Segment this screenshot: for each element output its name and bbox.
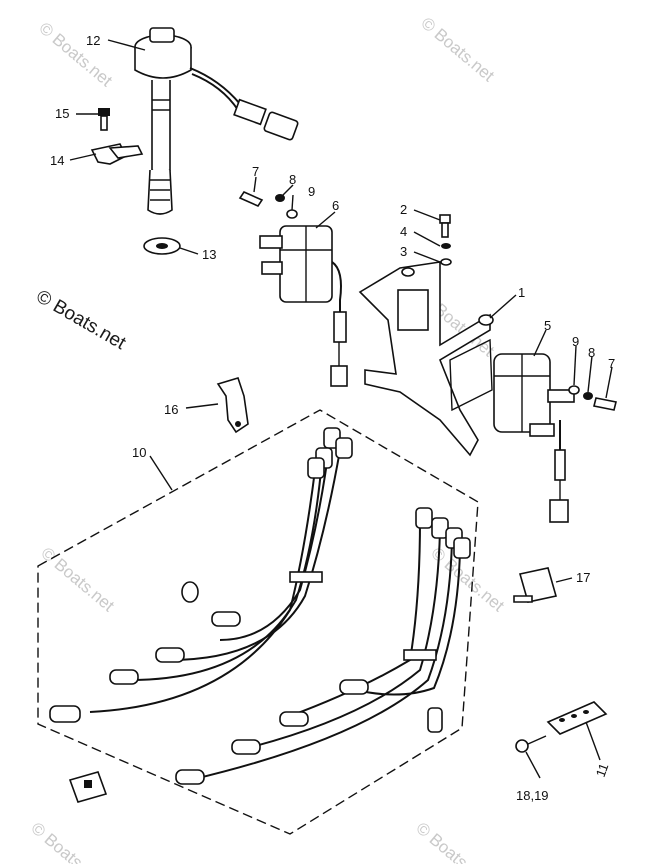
ignition-coil-5-part: [493, 353, 575, 523]
watermark-bottom-right: © Boats.net: [412, 819, 493, 864]
holder-11-part: [546, 701, 608, 735]
watermark-mid-left: © Boats.net: [37, 544, 118, 616]
part-label-9-right: 9: [572, 334, 579, 349]
part-label-17: 17: [576, 570, 590, 585]
bracket-1-part: [358, 261, 494, 457]
part-label-3: 3: [400, 244, 407, 259]
part-label-4: 4: [400, 224, 407, 239]
bracket-16-part: [216, 377, 249, 434]
part-label-13: 13: [202, 247, 216, 262]
part-label-7-left: 7: [252, 164, 259, 179]
clamp-14-part: [90, 143, 144, 165]
ignition-coil-6-part: [259, 225, 348, 387]
watermark-top-right: © Boats.net: [417, 14, 498, 86]
connector-part: [68, 771, 108, 803]
part-label-8-left: 8: [289, 172, 296, 187]
part-label-15: 15: [55, 106, 69, 121]
part-label-6: 6: [332, 198, 339, 213]
screw-18-part: [515, 735, 547, 753]
hardware-left-part: [238, 190, 298, 219]
part-label-5: 5: [544, 318, 551, 333]
plug-wire-set-10-part: [37, 409, 479, 835]
bolt-15-part: [98, 108, 110, 131]
part-label-18-19: 18,19: [516, 788, 549, 803]
washer-13-part: [143, 237, 181, 255]
part-label-11: 11: [593, 761, 612, 779]
part-number-labels: 12 15 14 13 7 8 9 6 2 4 3 1 5 9 8 7 16 1…: [50, 33, 615, 803]
hardware-right-part: [439, 214, 452, 266]
clip-17-part: [513, 567, 558, 603]
watermark-center: © Boats.net: [33, 286, 130, 354]
watermark-top-left: © Boats.net: [35, 19, 116, 91]
part-label-12: 12: [86, 33, 100, 48]
leader-lines: [69, 39, 613, 779]
part-label-7-right: 7: [608, 356, 615, 371]
part-label-2: 2: [400, 202, 407, 217]
part-label-1: 1: [518, 285, 525, 300]
distributor-part: [134, 27, 299, 215]
hardware-right-5-part: [568, 385, 617, 411]
watermark-bottom-left: © Boats.net: [27, 819, 108, 864]
part-label-14: 14: [50, 153, 64, 168]
part-label-9-left: 9: [308, 184, 315, 199]
part-label-10: 10: [132, 445, 146, 460]
part-label-16: 16: [164, 402, 178, 417]
part-label-8-right: 8: [588, 345, 595, 360]
